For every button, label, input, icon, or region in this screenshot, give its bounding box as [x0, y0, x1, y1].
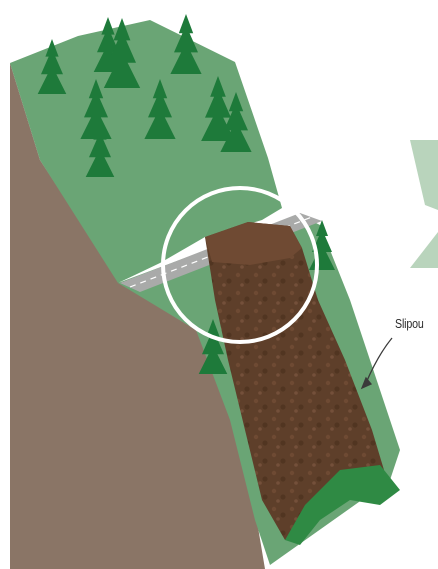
arrow-shape [410, 140, 438, 210]
slip-label: Slipou [395, 316, 424, 331]
